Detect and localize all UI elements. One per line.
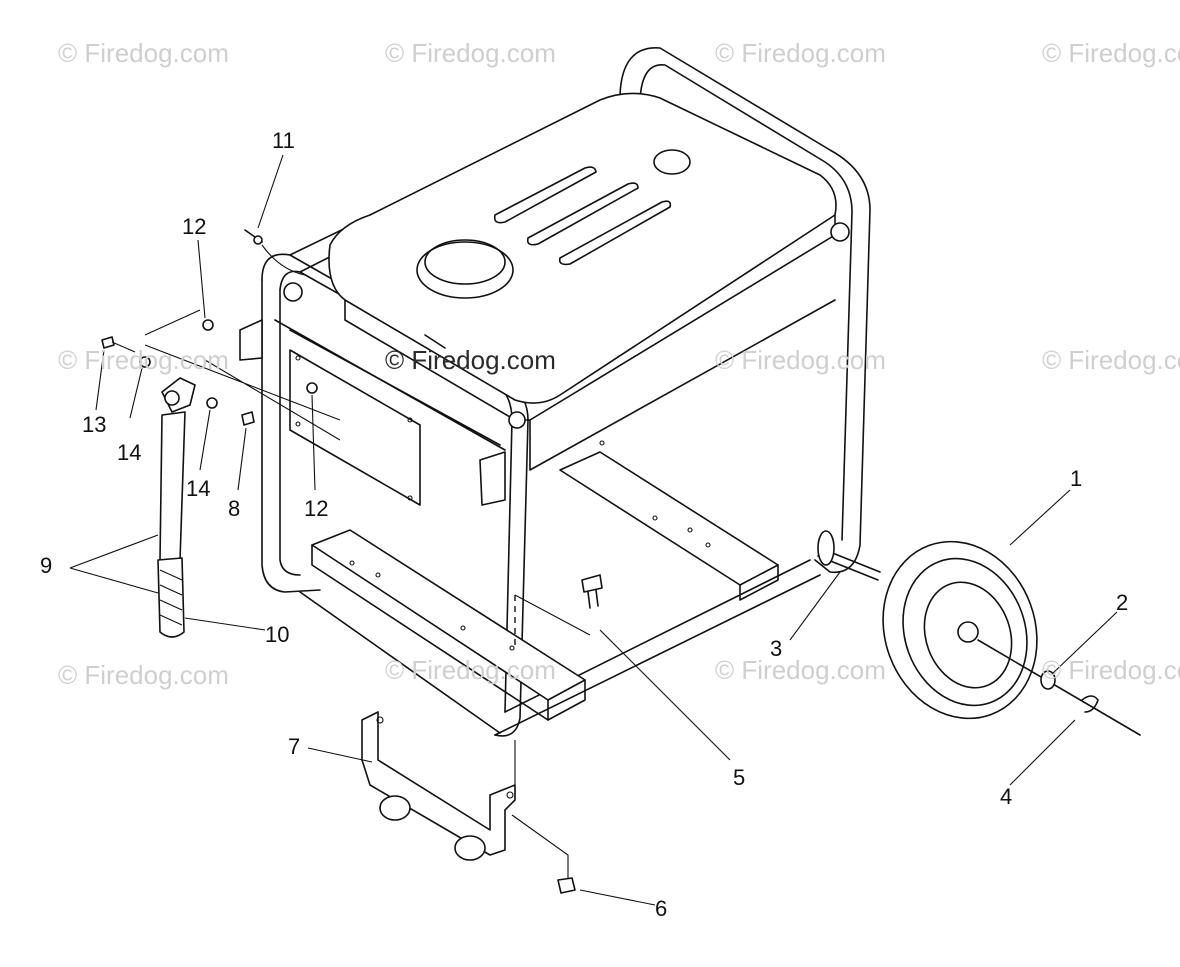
callout-8: 8 [228,496,241,521]
handle-assembly [101,222,850,638]
callout-12: 12 [304,496,329,521]
base-rails [311,440,779,721]
callout-13: 13 [82,412,107,437]
callout-12: 12 [182,214,207,239]
foot-bracket [361,711,576,894]
callout-1: 1 [1070,466,1083,491]
generator-body [274,299,836,506]
callout-5: 5 [733,765,746,790]
axle-and-wheel [817,530,1141,736]
callout-2: 2 [1116,590,1129,615]
leader-lines [69,154,1118,906]
bolt-5 [514,574,603,650]
callout-3: 3 [770,636,783,661]
fuel-tank [328,92,837,421]
callout-4: 4 [1000,784,1013,809]
callout-9: 9 [40,553,53,578]
callout-7: 7 [288,734,301,759]
callout-10: 10 [265,622,290,647]
callout-6: 6 [655,896,668,921]
callout-11: 11 [272,128,295,153]
callout-14: 14 [117,440,142,465]
callout-14: 14 [186,476,211,501]
